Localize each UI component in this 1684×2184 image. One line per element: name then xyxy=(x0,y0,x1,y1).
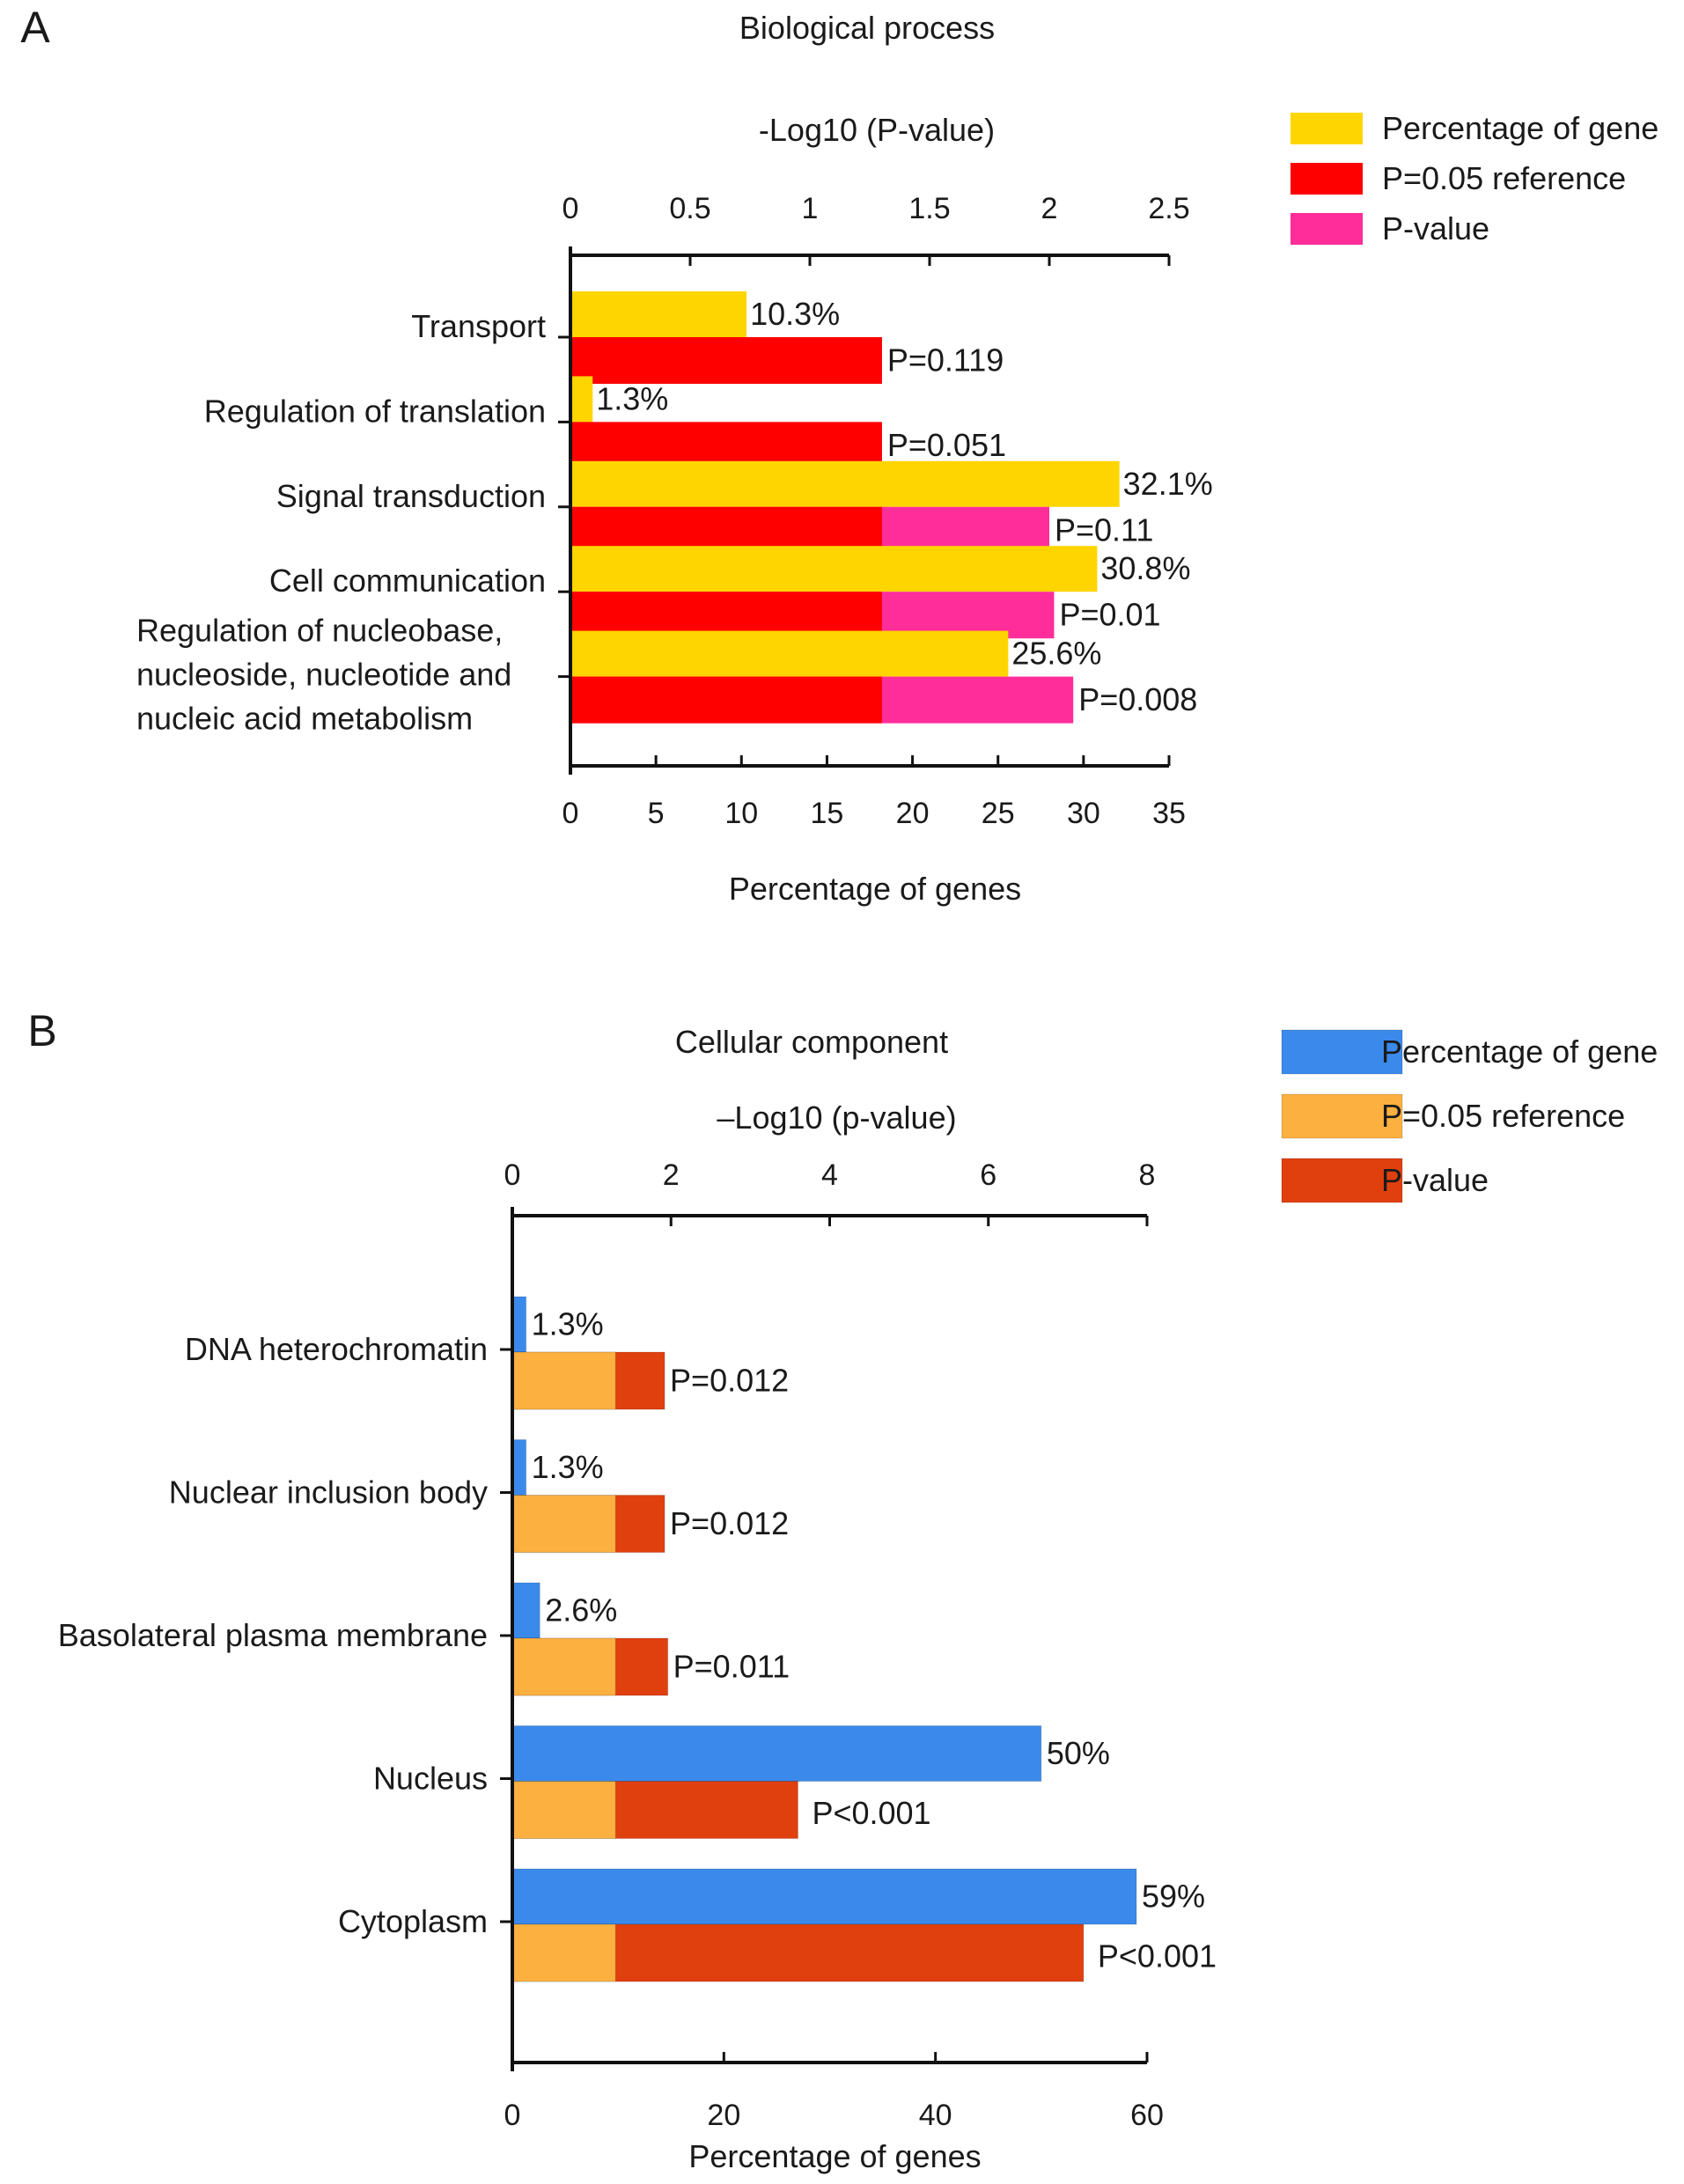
category-label: nucleoside, nucleotide and xyxy=(136,657,511,693)
bar-reference xyxy=(511,1495,616,1553)
bottom-tick-label: 0 xyxy=(504,2099,521,2132)
bottom-tick-label: 60 xyxy=(1130,2099,1164,2132)
category-label: Basolateral plasma membrane xyxy=(58,1617,488,1653)
bottom-tick-label: 15 xyxy=(811,797,844,830)
legend-label: P-value xyxy=(1381,1162,1489,1198)
bottom-tick-label: 20 xyxy=(707,2099,740,2132)
top-tick-label: 4 xyxy=(821,1158,838,1192)
bottom-tick-label: 35 xyxy=(1152,797,1186,830)
bar-reference xyxy=(511,1637,616,1696)
data-label-p-value: P=0.008 xyxy=(1078,681,1197,717)
bottom-tick-label: 5 xyxy=(648,797,665,830)
bar-percentage-gene xyxy=(511,1725,1042,1782)
top-tick-label: 2 xyxy=(1041,192,1058,225)
legend-swatch xyxy=(1291,163,1363,195)
panel-letter: B xyxy=(27,1006,56,1055)
chart-title: Cellular component xyxy=(675,1024,948,1060)
bar-percentage-gene xyxy=(570,546,1098,592)
bar-reference xyxy=(570,337,882,384)
legend-swatch xyxy=(1281,1158,1403,1203)
data-label-percentage: 1.3% xyxy=(532,1449,604,1485)
top-tick-label: 0.5 xyxy=(669,192,710,225)
top-axis-title: -Log10 (P-value) xyxy=(759,112,995,148)
bar-percentage-gene xyxy=(570,376,593,423)
data-label-percentage: 10.3% xyxy=(750,296,840,332)
data-label-p-value: P=0.051 xyxy=(887,427,1006,463)
bottom-tick-label: 20 xyxy=(896,797,930,830)
data-label-percentage: 32.1% xyxy=(1123,466,1213,502)
legend-label: P-value xyxy=(1382,210,1489,246)
top-tick-label: 6 xyxy=(980,1158,996,1192)
data-label-percentage: 25.6% xyxy=(1011,636,1101,672)
data-label-p-value: P=0.11 xyxy=(1055,511,1153,548)
bar-reference xyxy=(570,422,882,469)
legend-label: Percentage of gene xyxy=(1382,110,1658,146)
data-label-percentage: 59% xyxy=(1142,1879,1205,1915)
bar-percentage-gene xyxy=(511,1868,1137,1925)
bottom-tick-label: 10 xyxy=(724,797,758,830)
bar-percentage-gene xyxy=(570,291,747,337)
top-tick-label: 2 xyxy=(663,1158,680,1192)
top-axis-title: –Log10 (p-value) xyxy=(717,1099,956,1136)
top-tick-label: 0 xyxy=(563,192,579,225)
category-label: Regulation of nucleobase, xyxy=(136,613,503,649)
legend-swatch xyxy=(1281,1093,1403,1139)
legend-swatch xyxy=(1291,113,1363,144)
bottom-tick-label: 25 xyxy=(982,797,1015,830)
bar-reference xyxy=(570,676,882,724)
legend-swatch xyxy=(1281,1029,1403,1075)
category-label: DNA heterochromatin xyxy=(185,1331,488,1367)
top-tick-label: 1.5 xyxy=(908,192,950,225)
bottom-tick-label: 0 xyxy=(563,797,579,830)
legend-label: P=0.05 reference xyxy=(1381,1098,1625,1134)
category-label: Nuclear inclusion body xyxy=(169,1474,488,1511)
category-label: Nucleus xyxy=(373,1761,488,1797)
bottom-tick-label: 30 xyxy=(1067,797,1100,830)
category-label: Transport xyxy=(411,308,546,344)
bar-percentage-gene xyxy=(570,630,1009,677)
data-label-percentage: 50% xyxy=(1047,1735,1110,1771)
data-label-percentage: 2.6% xyxy=(545,1592,617,1629)
bar-reference xyxy=(511,1923,616,1982)
legend-label: Percentage of gene xyxy=(1381,1033,1658,1070)
panel-a: A Biological process -Log10 (P-value) Perce… xyxy=(20,3,1658,907)
bar-reference xyxy=(511,1781,616,1839)
chart-title: Biological process xyxy=(739,10,995,46)
top-tick-label: 0 xyxy=(504,1158,521,1192)
category-label: Regulation of translation xyxy=(204,393,546,429)
bar-reference xyxy=(570,506,882,554)
panel-letter: A xyxy=(20,3,50,52)
data-label-p-value: P=0.011 xyxy=(673,1649,790,1685)
data-label-percentage: 1.3% xyxy=(596,380,668,416)
top-tick-label: 2.5 xyxy=(1148,192,1189,225)
bottom-axis-title: Percentage of genes xyxy=(688,2138,981,2174)
data-label-p-value: P<0.001 xyxy=(1098,1938,1217,1974)
category-label: Cytoplasm xyxy=(338,1903,488,1939)
legend-label: P=0.05 reference xyxy=(1382,160,1626,196)
data-label-p-value: P=0.012 xyxy=(670,1363,789,1399)
bottom-tick-label: 40 xyxy=(919,2099,952,2132)
data-label-percentage: 30.8% xyxy=(1100,550,1190,586)
top-tick-label: 8 xyxy=(1139,1158,1156,1192)
data-label-percentage: 1.3% xyxy=(532,1306,604,1342)
top-tick-label: 1 xyxy=(802,192,819,225)
bar-percentage-gene xyxy=(511,1296,527,1353)
data-label-p-value: P=0.01 xyxy=(1059,597,1160,633)
data-label-p-value: P=0.119 xyxy=(887,342,1004,379)
bar-percentage-gene xyxy=(570,460,1120,507)
bar-percentage-gene xyxy=(511,1439,527,1496)
bar-reference xyxy=(570,592,882,639)
panel-b: B Cellular component –Log10 (p-value) Perce… xyxy=(27,1006,1658,2174)
bar-percentage-gene xyxy=(511,1582,540,1639)
category-label: nucleic acid metabolism xyxy=(136,701,473,737)
category-label: Signal transduction xyxy=(276,478,546,514)
bar-reference xyxy=(511,1351,616,1410)
data-label-p-value: P<0.001 xyxy=(812,1795,930,1831)
data-label-p-value: P=0.012 xyxy=(670,1505,789,1541)
bottom-axis-title: Percentage of genes xyxy=(729,871,1021,907)
category-label: Cell communication xyxy=(269,563,546,599)
legend-swatch xyxy=(1291,213,1363,245)
